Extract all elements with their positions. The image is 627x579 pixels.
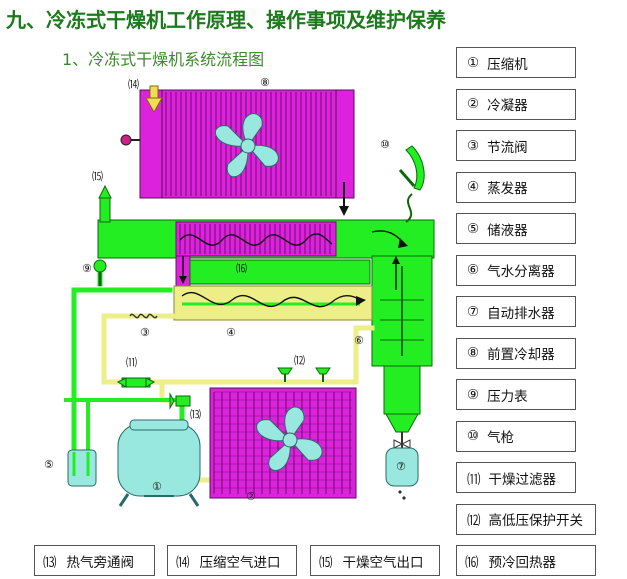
label-15: ⒂ — [92, 170, 103, 183]
legend-number: ⑿ — [467, 513, 481, 529]
legend-item: ⑤ 储液器 — [456, 213, 576, 244]
legend-item: ④ 蒸发器 — [456, 171, 576, 203]
legend-label: 气枪 — [487, 430, 515, 446]
legend-number: ② — [467, 96, 480, 112]
label-9: ⑨ — [82, 262, 92, 275]
label-8: ⑧ — [260, 76, 270, 89]
legend-label: 压缩空气进口 — [199, 554, 281, 571]
air-gun — [398, 145, 425, 223]
legend-number: ③ — [467, 137, 480, 154]
legend-label: 干燥过滤器 — [488, 471, 557, 488]
pressure-gauge — [93, 259, 107, 286]
bottom-legend-item: ⒂ 干燥空气出口 — [310, 545, 440, 576]
label-5: ⑤ — [44, 458, 54, 471]
legend-number: ⒃ — [465, 554, 479, 571]
legend-number: ⑥ — [467, 262, 480, 278]
label-12: ⑿ — [294, 354, 305, 367]
legend-item: ⑧ 前置冷却器 — [456, 337, 576, 369]
bottom-legend-item: ⒁ 压缩空气进口 — [167, 545, 297, 576]
legend-number: ⑨ — [467, 386, 480, 403]
receiver — [67, 449, 97, 487]
condenser — [209, 387, 357, 499]
regenerator — [189, 259, 371, 285]
legend-number: ⑤ — [467, 220, 480, 237]
legend-label: 蒸发器 — [487, 181, 528, 197]
legend-label: 压缩机 — [487, 56, 528, 73]
legend-item: ⑥ 气水分离器 — [456, 254, 576, 286]
legend-number: ⑦ — [467, 303, 480, 320]
label-6: ⑥ — [354, 334, 364, 347]
label-16: ⒃ — [236, 261, 247, 275]
legend-item: ① 压缩机 — [456, 47, 576, 78]
legend-number: ⒂ — [319, 554, 333, 571]
inlet-arrow — [145, 85, 163, 114]
legend-item: ② 冷凝器 — [456, 88, 576, 120]
label-7: ⑦ — [396, 460, 406, 473]
hot-gas-bypass-valve — [169, 392, 191, 410]
label-10: ⑩ — [380, 138, 390, 151]
legend-number: ① — [467, 54, 480, 71]
page-title: 九、冷冻式干燥机工作原理、操作事项及维护保养 — [6, 8, 446, 32]
legend-label: 自动排水器 — [487, 305, 555, 322]
bottom-legend-item: ⒃ 预冷回热器 — [456, 545, 596, 576]
diagram-subtitle: 1、冷冻式干燥机系统流程图 — [62, 50, 265, 69]
label-11: ⑾ — [126, 355, 137, 369]
evaporator — [173, 285, 373, 321]
legend-label: 预冷回热器 — [488, 554, 557, 571]
drier-filter — [116, 377, 156, 388]
legend-item: ⑾ 干燥过滤器 — [456, 462, 576, 493]
label-3: ③ — [140, 326, 150, 339]
legend-number: ⑧ — [467, 345, 480, 361]
label-1: ① — [152, 480, 162, 493]
label-14: ⒁ — [128, 77, 139, 91]
legend-label: 热气旁通阀 — [66, 554, 135, 571]
label-13: ⒀ — [190, 408, 201, 421]
legend-number: ⒀ — [43, 554, 57, 571]
legend-number: ⑩ — [467, 428, 480, 444]
legend-number: ⑾ — [467, 471, 481, 488]
legend-label: 干燥空气出口 — [342, 554, 424, 571]
legend-label: 压力表 — [487, 388, 528, 405]
legend-item: ③ 节流阀 — [456, 130, 576, 161]
precooler-fan — [214, 113, 279, 178]
pressure-switches — [277, 367, 331, 382]
legend-label: 前置冷却器 — [487, 347, 555, 363]
compressor — [117, 419, 201, 507]
legend-label: 高低压保护开关 — [488, 513, 584, 529]
legend-item: ⑩ 气枪 — [456, 420, 576, 452]
label-2: ② — [246, 490, 256, 503]
legend-label: 冷凝器 — [487, 98, 528, 114]
legend-label: 气水分离器 — [487, 264, 555, 280]
legend-item: ⑦ 自动排水器 — [456, 296, 576, 327]
legend-number: ④ — [467, 179, 480, 195]
legend-number: ⒁ — [176, 554, 190, 571]
legend-label: 储液器 — [487, 222, 528, 239]
legend-item: ⑿ 高低压保护开关 — [456, 503, 596, 535]
legend-label: 节流阀 — [487, 139, 528, 156]
legend-item: ⑨ 压力表 — [456, 379, 576, 410]
auto-drain — [385, 432, 419, 500]
bottom-legend-item: ⒀ 热气旁通阀 — [34, 545, 155, 576]
label-4: ④ — [226, 326, 236, 339]
